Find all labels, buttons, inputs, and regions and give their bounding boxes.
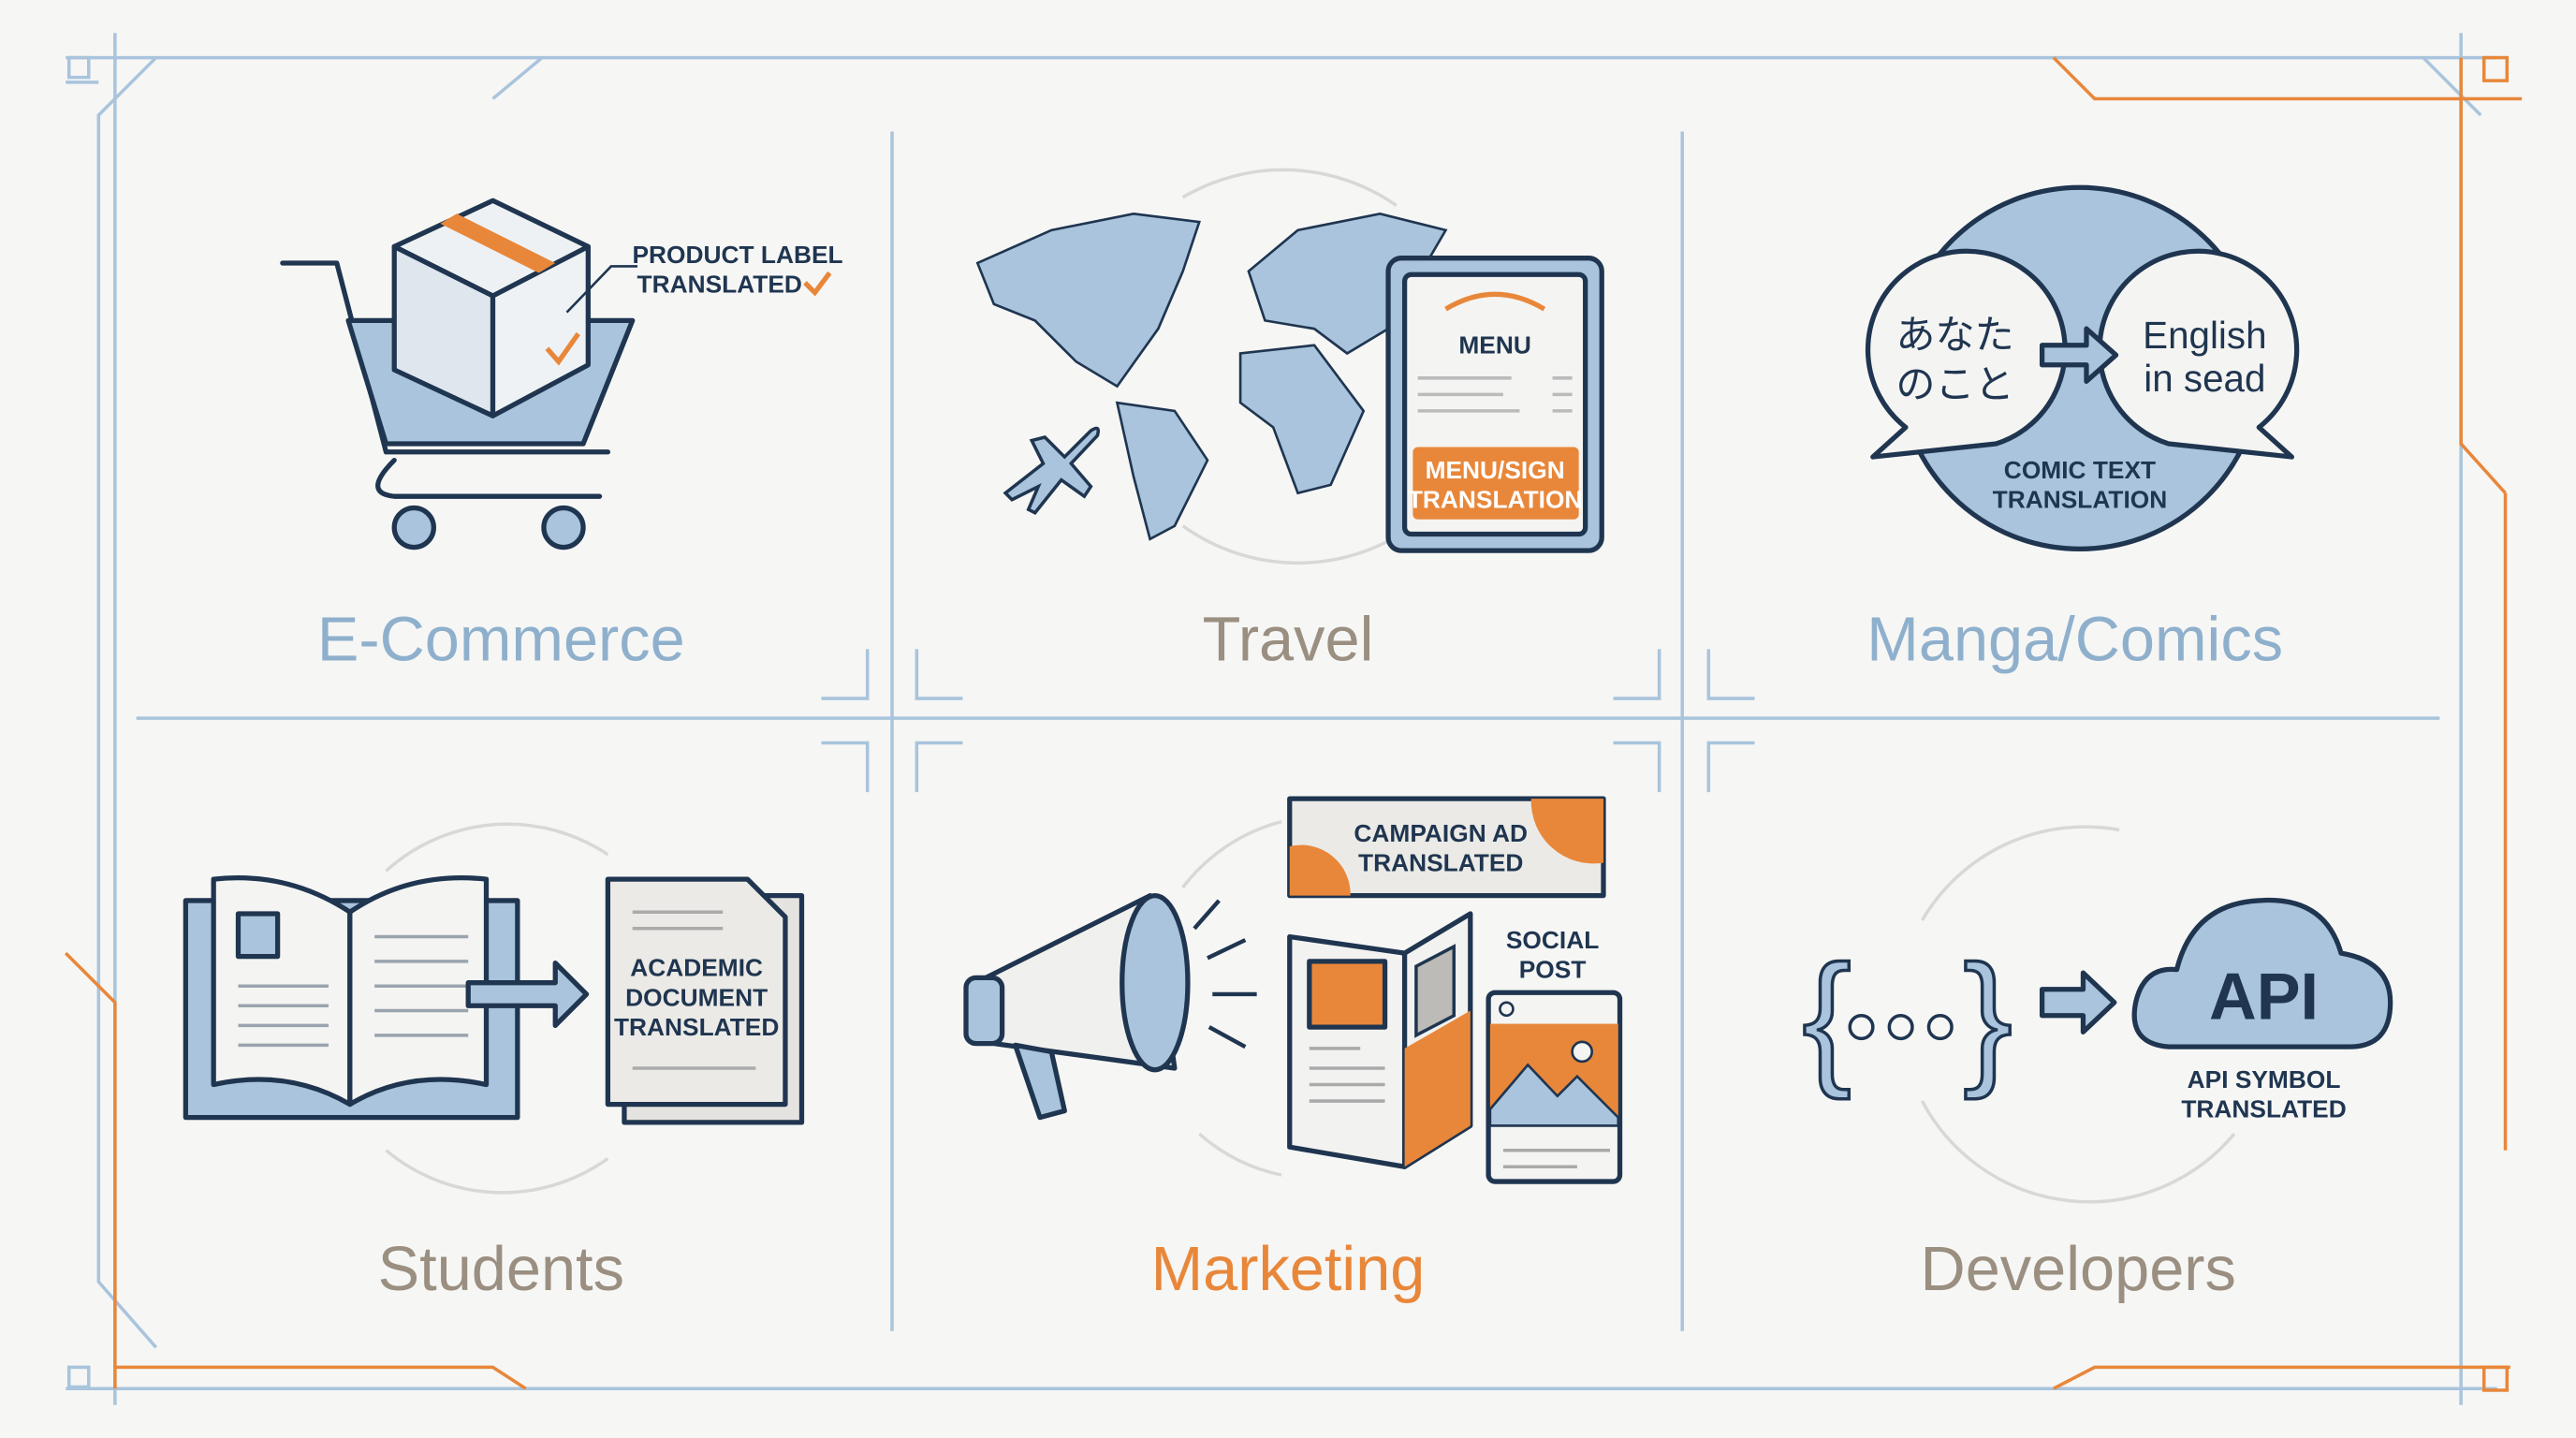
panel-travel: MENU MENU/SIGN TRANSLATION Travel [975, 168, 1604, 675]
badge-line-1: MENU/SIGN [1426, 456, 1565, 484]
speech-bubble-icon [1865, 248, 2300, 460]
arrow-right-icon [2039, 970, 2117, 1034]
panel-title: Marketing [1151, 1235, 1426, 1304]
target-text-line-2: in sead [2144, 357, 2265, 400]
decorative-frame [64, 33, 2523, 1405]
panel-title: E-Commerce [317, 606, 685, 675]
social-post-icon [1486, 990, 1623, 1184]
world-map-icon [975, 212, 1448, 541]
panel-ecommerce: PRODUCT LABEL TRANSLATED E-Commerce [280, 198, 843, 675]
social-line-2: POST [1519, 955, 1587, 983]
target-text-line-1: English [2143, 314, 2266, 357]
document-line-3: TRANSLATED [614, 1013, 779, 1041]
panel-manga: あなた のこと English in sead COMIC TEXT TRANS… [1865, 184, 2300, 675]
panel-title: Manga/Comics [1866, 606, 2283, 675]
cloud-text: API [2209, 959, 2319, 1033]
checkmark-icon [803, 271, 832, 297]
panel-students: ACADEMIC DOCUMENT TRANSLATED Students [183, 822, 805, 1304]
arrow-right-icon [2039, 326, 2119, 384]
panel-developers: { } API API SYMBOL TRANSLATED Developers [1801, 825, 2393, 1304]
source-text-line-1: あなた [1895, 312, 2013, 358]
svg-text:}: } [1963, 935, 2012, 1100]
caption-line-2: TRANSLATED [2181, 1095, 2346, 1123]
document-line-2: DOCUMENT [625, 983, 768, 1011]
brochure-icon [1287, 911, 1473, 1169]
banner-line-1: CAMPAIGN AD [1354, 819, 1528, 847]
svg-text:{: { [1802, 935, 1852, 1100]
document-icon: ACADEMIC DOCUMENT TRANSLATED [605, 876, 805, 1125]
megaphone-icon [963, 893, 1257, 1121]
code-braces-icon: { } [1801, 933, 2014, 1102]
caption-line-2: TRANSLATION [1993, 485, 2168, 513]
social-line-1: SOCIAL [1506, 926, 1599, 954]
badge-line-2: TRANSLATION [1408, 485, 1583, 513]
caption-line-1: API SYMBOL [2188, 1065, 2341, 1093]
panel-title: Developers [1921, 1235, 2236, 1304]
package-box-icon [391, 198, 591, 418]
panel-title: Students [378, 1235, 624, 1304]
callout-line-1: PRODUCT LABEL [632, 241, 842, 269]
panel-title: Travel [1203, 606, 1374, 675]
source-text-line-2: のこと [1895, 361, 2013, 407]
panel-marketing: CAMPAIGN AD TRANSLATED SOCIAL POST Marke… [963, 796, 1623, 1304]
banner-line-2: TRANSLATED [1358, 848, 1523, 876]
arrow-right-icon [465, 960, 590, 1028]
campaign-banner: CAMPAIGN AD TRANSLATED [1287, 796, 1606, 899]
callout-line-2: TRANSLATED [637, 271, 802, 299]
menu-card-icon: MENU MENU/SIGN TRANSLATION [1385, 256, 1604, 553]
checkmark-icon [545, 331, 580, 366]
document-line-1: ACADEMIC [630, 954, 763, 982]
open-book-icon [183, 875, 520, 1121]
cloud-icon [2131, 897, 2393, 1049]
menu-title: MENU [1458, 330, 1530, 359]
caption-line-1: COMIC TEXT [2004, 456, 2156, 484]
airplane-icon [1003, 426, 1101, 515]
